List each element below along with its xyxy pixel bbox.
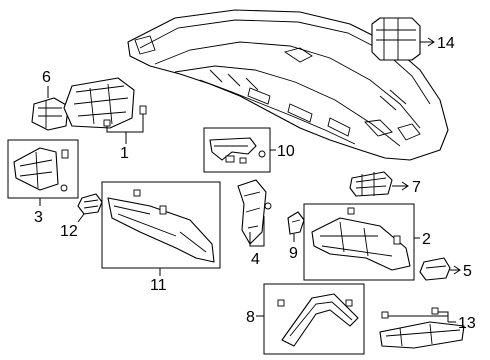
part-12-vent: [77, 193, 103, 215]
callout-4: 4: [251, 251, 260, 268]
part-3-box: [7, 139, 79, 199]
part-11-box: [101, 181, 221, 269]
part-11-glove-box: [107, 189, 215, 263]
callout-1: 1: [120, 145, 129, 162]
callout-7: 7: [412, 179, 421, 196]
part-8-trim: [277, 293, 359, 347]
callout-12: 12: [60, 223, 78, 240]
callout-5: 5: [463, 263, 472, 280]
dashboard-panel: [127, 9, 449, 161]
callout-6: 6: [42, 69, 51, 86]
callout-10: 10: [277, 143, 295, 160]
callout-13: 13: [458, 315, 476, 332]
callout-9: 9: [289, 245, 298, 262]
part-2-center-panel: [311, 207, 411, 271]
part-8-box: [263, 283, 365, 355]
part-3-trim: [13, 147, 69, 192]
callout-11: 11: [150, 277, 167, 294]
part-4-bracket: [237, 179, 272, 245]
part-2-box: [303, 203, 415, 281]
part-6-bracket: [31, 97, 69, 131]
part-7-vent: [349, 171, 393, 197]
part-14-module: [371, 17, 421, 61]
callout-14: 14: [437, 35, 455, 52]
part-1-cluster-panel: [63, 77, 135, 129]
callout-3: 3: [34, 209, 43, 226]
part-13-trim: [379, 307, 465, 349]
part-5-switch: [419, 257, 451, 281]
callout-2: 2: [422, 231, 431, 248]
part-9-clip: [287, 211, 305, 235]
callout-8: 8: [246, 309, 255, 326]
part-10-duct: [209, 137, 266, 164]
